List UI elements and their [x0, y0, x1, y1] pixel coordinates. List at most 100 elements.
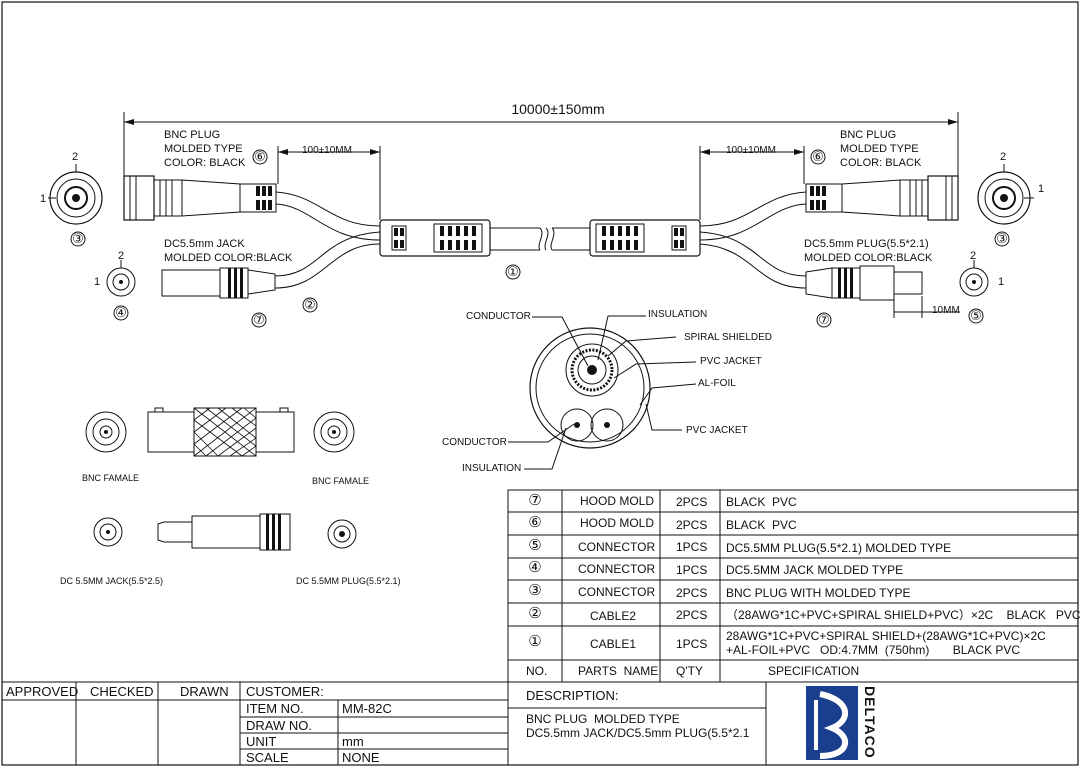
label-bnc-female-left: BNC FAMALE [82, 473, 140, 483]
bom-row-6-no: ⑥ [528, 513, 542, 531]
overall-length-label: 10000±150mm [511, 101, 604, 117]
bom-header-no: NO. [526, 664, 548, 678]
bom-row-3-name: CONNECTOR [578, 585, 656, 599]
label-bnc-female-right: BNC FAMALE [312, 476, 370, 486]
label-conductor-top: CONDUCTOR [466, 311, 531, 322]
marker-6-left: ⑥ [254, 150, 266, 165]
marker-circles [70, 149, 1010, 328]
title-block-grid [2, 681, 1078, 765]
tb-brand: DELTACO [862, 686, 878, 759]
tb-unit-label: UNIT [246, 734, 277, 749]
marker-7-left: ⑦ [253, 313, 265, 328]
left-assembly [123, 146, 549, 299]
pin1-right-bnc: 1 [1038, 183, 1045, 195]
left-dc-callout: DC5.5mm JACK MOLDED COLOR:BLACK [164, 238, 293, 264]
bnc-female-coupler [85, 407, 355, 457]
bnc-end-view-right [977, 164, 1034, 225]
bom-row-6-name: HOOD MOLD [580, 516, 655, 530]
marker-3-left: ③ [72, 232, 84, 247]
cable-cross-section [508, 315, 697, 470]
pin2-right-bnc: 2 [1000, 151, 1007, 163]
bom-row-5-spec: DC5.5MM PLUG(5.5*2.1) MOLDED TYPE [726, 541, 952, 555]
pin2-left-dc: 2 [118, 250, 125, 262]
dc-end-view-right [959, 260, 989, 297]
marker-1: ① [507, 265, 519, 280]
bom-row-2-spec: （28AWG*1C+PVC+SPIRAL SHIELD+PVC）×2C BLAC… [726, 608, 1080, 622]
label-al-foil: AL-FOIL [698, 378, 736, 389]
bom-row-6-spec: BLACK PVC [726, 518, 797, 532]
bom-row-7-name: HOOD MOLD [580, 494, 655, 508]
bom-row-6-qty: 2PCS [676, 518, 708, 532]
bom-row-2-no: ② [528, 604, 542, 622]
bom-row-7-no: ⑦ [528, 491, 542, 509]
bom-row-3-spec: BNC PLUG WITH MOLDED TYPE [726, 586, 911, 600]
tb-scale-label: SCALE [246, 750, 289, 765]
marker-2: ② [304, 298, 316, 313]
bom-row-1-name: CABLE1 [590, 637, 637, 651]
tb-customer: CUSTOMER: [246, 684, 324, 699]
label-spiral-shielded: SPIRAL SHIELDED [684, 332, 772, 343]
bom-row-2-name: CABLE2 [590, 609, 637, 623]
bom-row-3-no: ③ [528, 581, 542, 599]
bom-row-4-name: CONNECTOR [578, 562, 656, 576]
pin2-left-bnc: 2 [72, 151, 79, 163]
right-branch-dim: 100±10MM [726, 145, 776, 156]
marker-7-right: ⑦ [818, 313, 830, 328]
bom-row-7-qty: 2PCS [676, 495, 708, 509]
deltaco-logo [806, 686, 858, 760]
tb-item-no-label: ITEM NO. [246, 701, 304, 716]
label-conductor-bottom: CONDUCTOR [442, 437, 507, 448]
pin2-right-dc: 2 [970, 250, 977, 262]
bnc-end-view-left [48, 164, 103, 225]
tb-drawn: DRAWN [180, 684, 229, 699]
plug-tip-dim: 10MM [932, 305, 960, 316]
pin1-left-bnc: 1 [40, 193, 47, 205]
left-branch-dim: 100±10MM [302, 145, 352, 156]
marker-4: ④ [115, 306, 127, 321]
marker-6-right: ⑥ [812, 150, 824, 165]
bom-row-3-qty: 2PCS [676, 586, 708, 600]
bom-table-grid [507, 489, 1079, 683]
right-bnc-callout: BNC PLUG MOLDED TYPE COLOR: BLACK [840, 129, 922, 169]
marker-3-right: ③ [996, 232, 1008, 247]
tb-checked: CHECKED [90, 684, 154, 699]
right-assembly [550, 146, 960, 318]
tb-scale: NONE [342, 750, 380, 765]
bom-row-4-qty: 1PCS [676, 563, 708, 577]
label-dc-jack: DC 5.5MM JACK(5.5*2.5) [60, 576, 164, 586]
bom-row-5-no: ⑤ [528, 536, 542, 554]
tb-unit: mm [342, 734, 364, 749]
tb-description-label: DESCRIPTION: [526, 688, 619, 703]
bom-row-1-spec: 28AWG*1C+PVC+SPIRAL SHIELD+(28AWG*1C+PVC… [726, 629, 1046, 657]
bom-row-7-spec: BLACK PVC [726, 495, 797, 509]
bom-row-5-name: CONNECTOR [578, 540, 656, 554]
bom-row-5-qty: 1PCS [676, 540, 708, 554]
label-insulation-bottom: INSULATION [462, 463, 522, 474]
label-dc-plug: DC 5.5MM PLUG(5.5*2.1) [296, 576, 401, 586]
bom-row-4-spec: DC5.5MM JACK MOLDED TYPE [726, 563, 904, 577]
bom-header-qty: Q'TY [676, 664, 703, 678]
left-bnc-callout: BNC PLUG MOLDED TYPE COLOR: BLACK [164, 129, 246, 169]
bom-row-1-no: ① [528, 632, 542, 650]
tb-description: BNC PLUG MOLDED TYPE DC5.5mm JACK/DC5.5m… [526, 712, 750, 740]
pin1-left-dc: 1 [94, 276, 101, 288]
bom-row-2-qty: 2PCS [676, 608, 708, 622]
bom-row-1-qty: 1PCS [676, 637, 708, 651]
bom-header-name: PARTS NAME [578, 664, 659, 678]
label-pvc-outer: PVC JACKET [686, 425, 748, 436]
marker-5: ⑤ [970, 309, 982, 324]
bom-row-4-no: ④ [528, 558, 542, 576]
tb-item-no: MM-82C [342, 701, 392, 716]
overall-dimension: 10000±150mm [123, 101, 959, 190]
label-pvc-inner: PVC JACKET [700, 356, 762, 367]
dc-jack-plug-illustration [93, 513, 357, 551]
pin1-right-dc: 1 [998, 276, 1005, 288]
right-dc-callout: DC5.5mm PLUG(5.5*2.1) MOLDED COLOR:BLACK [804, 238, 933, 264]
dc-end-view-left [106, 260, 136, 297]
label-insulation-top: INSULATION [648, 309, 708, 320]
tb-approved: APPROVED [6, 684, 79, 699]
tb-draw-no-label: DRAW NO. [246, 718, 312, 733]
